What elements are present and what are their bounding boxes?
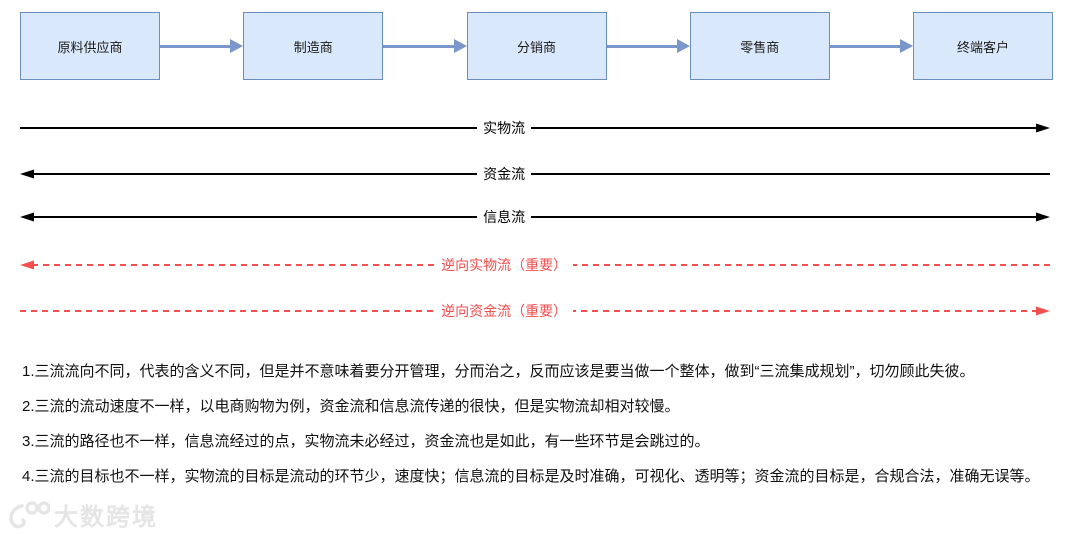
connector-arrow-icon [160,12,244,80]
connector-arrow-icon [606,12,690,80]
note-2: 2.三流的流动速度不一样，以电商购物为例，资金流和信息流传递的很快，但是实物流却… [22,398,680,415]
flow-row-1: 实物流 [20,118,1050,138]
notes-block: 1.三流流向不同，代表的含义不同，但是并不意味着要分开管理，分而治之，反而应该是… [22,364,1064,504]
flow-label-3: 信息流 [477,207,532,227]
chain-node-label: 原料供应商 [57,39,123,55]
supply-chain-row: 原料供应商 制造商 分销商 零售商 终端客户 [20,12,1053,80]
note-3: 3.三流的路径也不一样，信息流经过的点，实物流未必经过，资金流也是如此，有一些环… [22,433,710,450]
watermark-text: 大数跨境 [54,504,158,531]
watermark-100-logo [9,500,50,528]
chain-node-4: 零售商 [689,12,830,80]
flow-row-4: 逆向实物流（重要） [20,255,1050,275]
flow-label-2: 资金流 [477,164,532,184]
flow-label-4: 逆向实物流（重要） [435,255,574,275]
flow-row-3: 信息流 [20,207,1050,227]
watermark: 大数跨境 [8,497,158,532]
flow-label-1: 实物流 [477,118,532,138]
chain-node-2: 制造商 [243,12,384,80]
chain-node-label: 终端客户 [956,39,1009,55]
chain-node-1: 原料供应商 [20,12,160,80]
note-4: 4.三流的目标也不一样，实物流的目标是流动的环节少，速度快；信息流的目标是及时准… [22,468,1040,485]
chain-node-5: 终端客户 [913,12,1053,80]
chain-node-label: 分销商 [516,39,556,55]
chain-node-3: 分销商 [466,12,607,80]
chain-node-label: 制造商 [293,39,333,55]
flow-row-2: 资金流 [20,164,1050,184]
connector-arrow-icon [383,12,467,80]
flow-label-5: 逆向资金流（重要） [435,301,574,321]
note-1: 1.三流流向不同，代表的含义不同，但是并不意味着要分开管理，分而治之，反而应该是… [22,363,975,380]
flow-row-5: 逆向资金流（重要） [20,301,1050,321]
connector-arrow-icon [829,12,913,80]
chain-node-label: 零售商 [740,39,780,55]
